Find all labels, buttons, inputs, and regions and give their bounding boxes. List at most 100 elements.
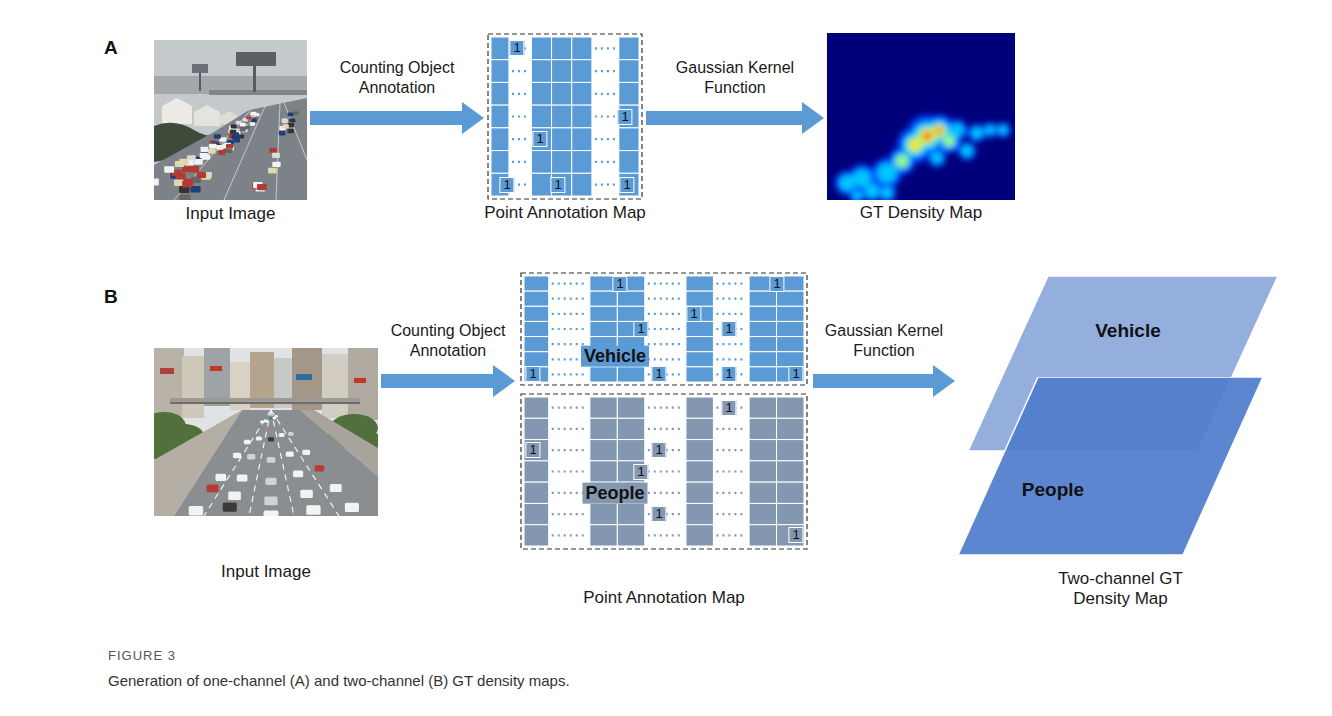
grid-cell: [686, 321, 713, 336]
grid-ellipsis: [552, 470, 587, 472]
grid-ellipsis: [552, 513, 587, 515]
grid-cell: [749, 503, 776, 524]
photo-car: [256, 436, 262, 440]
photo-car: [315, 465, 325, 471]
photo-road: [154, 98, 307, 200]
photo-sky: [154, 76, 307, 94]
grid-ellipsis: [595, 47, 616, 49]
photo-car: [176, 173, 186, 179]
photo-car: [200, 153, 208, 158]
node-label: People: [582, 483, 647, 504]
photo-car: [225, 148, 232, 153]
photo-building: [194, 105, 220, 126]
grid-ellipsis: [648, 328, 683, 330]
node-caption: Point Annotation Map: [583, 588, 745, 608]
grid-cell: [686, 440, 713, 461]
grid-cell: [749, 352, 776, 367]
grid-cell: [617, 503, 644, 524]
density-blob: [944, 136, 954, 146]
arrow-label: Counting Object Annotation: [322, 58, 472, 98]
grid-cell: [686, 397, 713, 418]
photo-car: [260, 420, 264, 423]
density-blob: [998, 125, 1008, 135]
photo-car: [272, 162, 280, 167]
vehicle-grid: Vehicle111111111: [520, 272, 808, 386]
photo-car: [288, 112, 294, 116]
density-stack: Two-channel GT Density MapVehiclePeople: [958, 272, 1283, 557]
grid-cell: [531, 37, 551, 60]
photo-building: [182, 356, 204, 418]
photo-car: [233, 132, 239, 136]
grid-cell: [777, 397, 804, 418]
photo-sky: [154, 40, 307, 200]
grid-cell: [491, 151, 509, 174]
input-photo: Input Image: [154, 40, 307, 200]
photo-car: [279, 131, 286, 135]
grid-cell: [491, 60, 509, 83]
grid-cell: [524, 352, 549, 367]
grid-cell: [590, 525, 617, 546]
density-blob: [878, 184, 896, 200]
grid-cell: [552, 37, 572, 60]
photo-car: [226, 144, 233, 149]
grid-ellipsis: [552, 407, 587, 409]
photo-car: [223, 502, 237, 511]
grid-cell: [572, 151, 592, 174]
grid-cell: [749, 397, 776, 418]
grid-cell: [524, 337, 549, 352]
grid-cell: [777, 291, 804, 306]
density-blob: [931, 152, 943, 164]
grid-cell: [524, 367, 549, 382]
photo-car: [233, 453, 241, 458]
density-map: GT Density Map: [827, 33, 1015, 200]
grid-cell: [590, 503, 617, 524]
node-caption: Input Image: [221, 562, 311, 582]
annotation-point: 1: [612, 276, 627, 292]
grid-ellipsis: [512, 138, 528, 140]
grid-ellipsis: [716, 428, 746, 430]
node-outline: [827, 33, 1015, 200]
photo-car: [250, 112, 255, 115]
grid-ellipsis: [716, 282, 746, 284]
grid-ellipsis: [648, 343, 683, 345]
photo-car: [190, 167, 199, 173]
grid-ellipsis: [552, 534, 587, 536]
density-blobs: [835, 115, 1011, 201]
grid-cell: [491, 105, 509, 128]
grid-cell: [749, 525, 776, 546]
grid-ellipsis: [595, 138, 616, 140]
photo-car: [283, 124, 289, 128]
annotation-point: 1: [788, 366, 803, 382]
grid-cell: [617, 367, 644, 382]
photo-car: [272, 153, 280, 158]
photo-sky: [154, 348, 378, 516]
photo-car: [247, 454, 255, 460]
grid-cell: [777, 461, 804, 482]
annotation-point: 1: [788, 527, 803, 543]
grid-ellipsis: [595, 70, 616, 72]
grid-cell: [524, 306, 549, 321]
photo-car: [269, 417, 273, 420]
photo-building: [162, 98, 192, 124]
photo-car: [216, 145, 223, 150]
photo-car: [233, 138, 240, 142]
annotation-grid: Point Annotation Map111111: [487, 33, 643, 200]
grid-cell: [617, 291, 644, 306]
grid-cell: [686, 306, 713, 321]
annotation-point: 1: [651, 442, 666, 458]
annotation-point: 1: [550, 177, 565, 193]
block-arrow: [646, 102, 824, 134]
grid-ellipsis: [552, 313, 587, 315]
grid-cell: [619, 173, 639, 196]
block-arrow: [813, 365, 955, 397]
grid-cell: [524, 503, 549, 524]
grid-cell: [686, 461, 713, 482]
grid-cell: [572, 37, 592, 60]
photo-car: [268, 437, 274, 441]
grid-border: [488, 34, 642, 199]
density-blob: [932, 124, 946, 138]
annotation-point: 1: [525, 366, 540, 382]
photo-car: [179, 195, 190, 200]
grid-cell: [524, 482, 549, 503]
grid-border: [521, 273, 807, 385]
